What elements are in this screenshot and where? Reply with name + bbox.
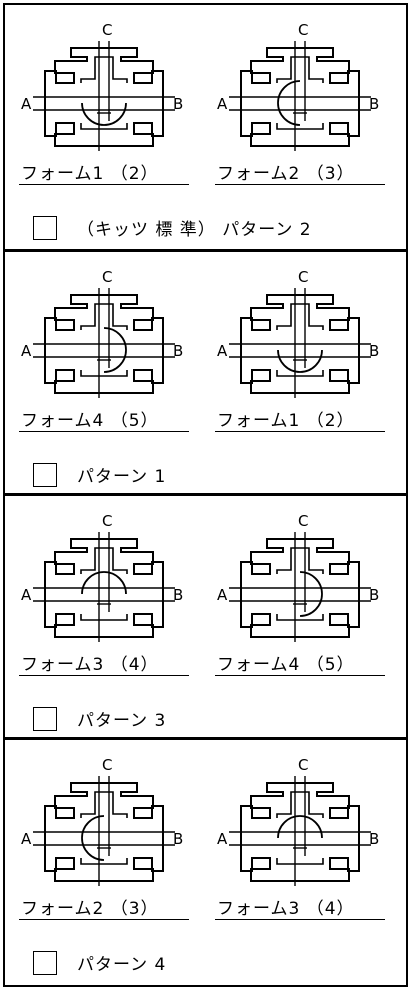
ball-flow-indicator [81, 571, 127, 595]
pattern-checkbox[interactable] [33, 215, 57, 240]
form-label: フォーム1 （2） [21, 164, 159, 184]
port-a-label: A [217, 586, 228, 604]
valve-diagram: C A B フォーム3 （4） [215, 756, 385, 920]
valve-port-walls [80, 791, 128, 865]
ball-flow-indicator [103, 327, 127, 373]
valve-body [44, 538, 164, 638]
port-b-label: B [173, 95, 184, 113]
pattern-panel: C A B フォーム2 （3） C A B フォーム3 （4） パターン 4 [3, 738, 408, 987]
form-label: フォーム2 （3） [217, 164, 355, 184]
pattern-label: （キッツ 標 準） パターン 2 [77, 220, 312, 240]
ball-flow-indicator [299, 571, 323, 617]
form-label-underline [19, 919, 189, 920]
valve-port-walls [276, 303, 324, 377]
three-way-valve-icon [229, 532, 371, 642]
valve-port-walls [276, 56, 324, 130]
port-b-label: B [369, 342, 380, 360]
valve-body [44, 294, 164, 394]
form-label-underline [19, 184, 189, 185]
port-c-label: C [298, 21, 309, 39]
valve-diagram: C A B フォーム4 （5） [215, 512, 385, 676]
port-a-label: A [21, 342, 32, 360]
form-label-underline [19, 431, 189, 432]
three-way-valve-icon [229, 776, 371, 886]
ball-flow-indicator [81, 815, 105, 861]
port-c-label: C [102, 21, 113, 39]
valve-body [240, 782, 360, 882]
form-label: フォーム2 （3） [21, 899, 159, 919]
port-c-label: C [102, 268, 113, 286]
pattern-select-row[interactable]: パターン 1 [33, 462, 166, 487]
port-b-label: B [369, 586, 380, 604]
ball-flow-indicator [277, 815, 323, 839]
valve-port-walls [80, 56, 128, 130]
port-c-label: C [102, 756, 113, 774]
port-b-label: B [369, 830, 380, 848]
port-a-label: A [21, 586, 32, 604]
port-c-label: C [298, 756, 309, 774]
pattern-panel: C A B フォーム3 （4） C A B フォーム4 （5） パターン 3 [3, 494, 408, 739]
form-label-underline [215, 919, 385, 920]
valve-diagram: C A B フォーム3 （4） [19, 512, 189, 676]
valve-body [44, 782, 164, 882]
port-b-label: B [369, 95, 380, 113]
pattern-checkbox[interactable] [33, 706, 57, 731]
pattern-checkbox[interactable] [33, 950, 57, 975]
valve-port-walls [276, 547, 324, 621]
form-label-underline [19, 675, 189, 676]
three-way-valve-icon [33, 288, 175, 398]
port-a-label: A [21, 95, 32, 113]
form-label: フォーム1 （2） [217, 411, 355, 431]
valve-diagram: C A B フォーム2 （3） [215, 21, 385, 185]
three-way-valve-icon [229, 288, 371, 398]
port-c-label: C [298, 512, 309, 530]
ball-flow-indicator [277, 80, 301, 126]
valve-diagram: C A B フォーム4 （5） [19, 268, 189, 432]
port-a-label: A [21, 830, 32, 848]
valve-port-walls [80, 547, 128, 621]
port-b-label: B [173, 586, 184, 604]
pattern-select-row[interactable]: パターン 3 [33, 706, 166, 731]
three-way-valve-icon [33, 776, 175, 886]
pattern-label: パターン 3 [77, 711, 167, 731]
port-c-label: C [102, 512, 113, 530]
port-c-label: C [298, 268, 309, 286]
valve-body [240, 47, 360, 147]
three-way-valve-icon [33, 41, 175, 151]
three-way-valve-icon [33, 532, 175, 642]
pattern-checkbox[interactable] [33, 462, 57, 487]
valve-diagram: C A B フォーム2 （3） [19, 756, 189, 920]
valve-body [44, 47, 164, 147]
port-a-label: A [217, 342, 228, 360]
port-a-label: A [217, 830, 228, 848]
valve-diagram: C A B フォーム1 （2） [19, 21, 189, 185]
port-b-label: B [173, 342, 184, 360]
pattern-panel: C A B フォーム1 （2） C A B フォーム2 （3） （キッツ 標 準） パターン 2 [3, 3, 408, 251]
form-label: フォーム4 （5） [217, 655, 355, 675]
valve-port-walls [276, 791, 324, 865]
pattern-label: パターン 4 [77, 955, 167, 975]
port-a-label: A [217, 95, 228, 113]
valve-diagram: C A B フォーム1 （2） [215, 268, 385, 432]
three-way-valve-icon [229, 41, 371, 151]
pattern-select-row[interactable]: （キッツ 標 準） パターン 2 [33, 215, 312, 240]
form-label: フォーム3 （4） [21, 655, 159, 675]
port-b-label: B [173, 830, 184, 848]
pattern-select-row[interactable]: パターン 4 [33, 950, 166, 975]
form-label-underline [215, 675, 385, 676]
valve-body [240, 294, 360, 394]
ball-flow-indicator [81, 102, 127, 126]
form-label-underline [215, 431, 385, 432]
form-label: フォーム3 （4） [217, 899, 355, 919]
form-label: フォーム4 （5） [21, 411, 159, 431]
valve-port-walls [80, 303, 128, 377]
form-label-underline [215, 184, 385, 185]
pattern-panel: C A B フォーム4 （5） C A B フォーム1 （2） パターン 1 [3, 250, 408, 495]
ball-flow-indicator [277, 349, 323, 373]
pattern-label: パターン 1 [77, 467, 167, 487]
valve-body [240, 538, 360, 638]
